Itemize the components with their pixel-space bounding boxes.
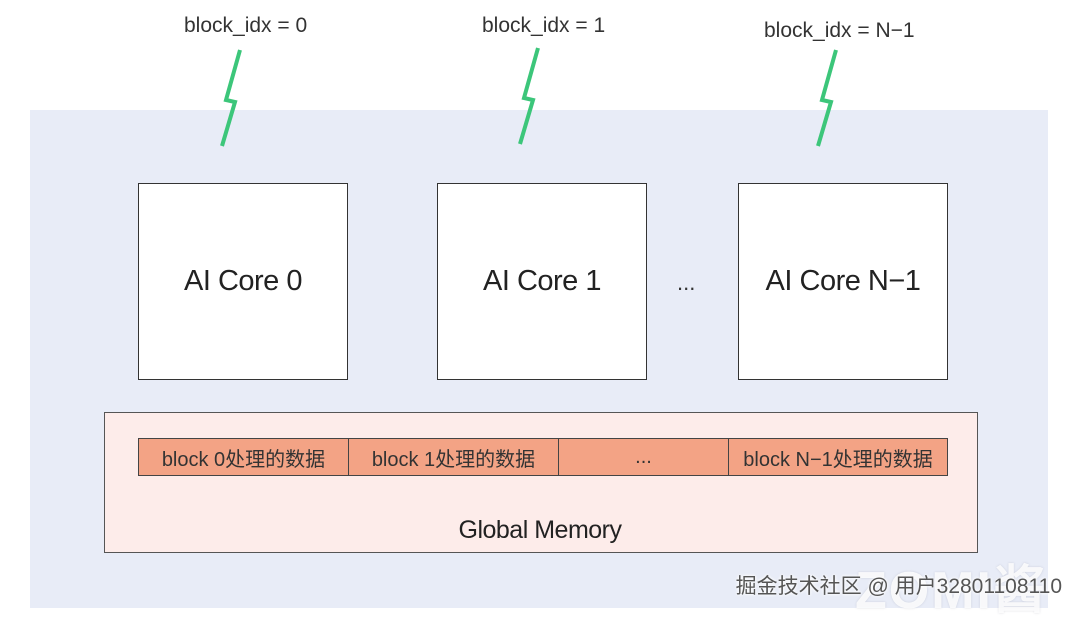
lightning-bolt-icon — [220, 49, 242, 147]
block-idx-label-0: block_idx = 0 — [184, 14, 308, 37]
ai-core-label: AI Core 1 — [483, 265, 602, 297]
memory-block-0: block 0处理的数据 — [139, 439, 349, 475]
memory-block-n: block N−1处理的数据 — [743, 448, 933, 471]
lightning-bolt-icon — [816, 49, 838, 147]
ai-core-0: AI Core 0 — [138, 183, 348, 380]
ai-core-1: AI Core 1 — [437, 183, 647, 380]
ai-core-label: AI Core 0 — [184, 265, 303, 297]
memory-block-1: block 1处理的数据 — [349, 439, 559, 475]
lightning-bolt-icon — [518, 47, 540, 145]
global-memory-box — [104, 412, 978, 553]
block-idx-label-n: block_idx = N−1 — [764, 19, 915, 42]
watermark-logo: ZOMI酱 — [855, 562, 1047, 620]
global-memory-label: Global Memory — [458, 516, 623, 544]
ai-core-n: AI Core N−1 — [738, 183, 948, 380]
watermark-text: 掘金技术社区 @ 用户32801108110 — [735, 575, 1062, 598]
memory-block-row: block 0处理的数据 block 1处理的数据 ... block N−1处… — [138, 438, 948, 476]
core-ellipsis: ... — [677, 270, 696, 295]
ai-core-label: AI Core N−1 — [765, 265, 921, 297]
memory-block-ellipsis: ... — [559, 439, 729, 475]
block-idx-label-1: block_idx = 1 — [482, 14, 606, 37]
